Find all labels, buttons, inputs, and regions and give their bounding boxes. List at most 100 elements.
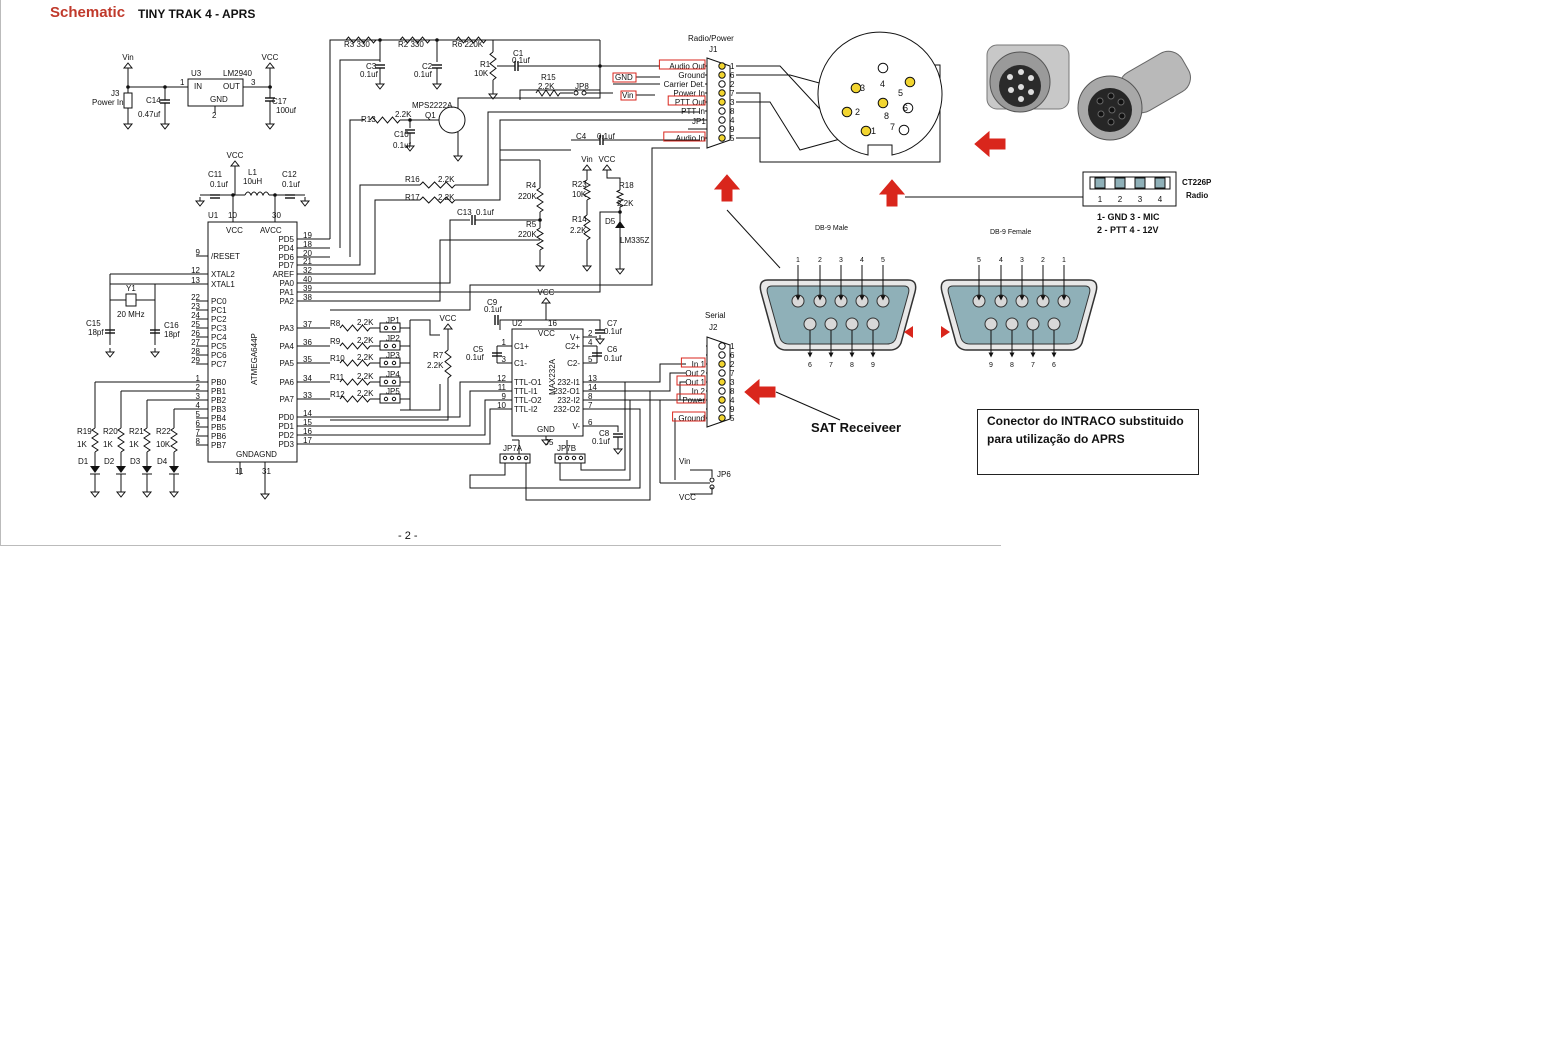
- j1-pin-num: 6: [730, 71, 735, 80]
- jumper-ref: JP3: [386, 351, 400, 360]
- resistor: [455, 36, 487, 44]
- j1-pin-num: 3: [730, 98, 735, 107]
- j2-pin-box: [676, 375, 706, 386]
- c10-ref: C10: [394, 130, 409, 139]
- c12-ref: C12: [282, 170, 297, 179]
- mcu-pin-num: 27: [191, 338, 200, 347]
- c9-capacitor: [494, 315, 499, 325]
- ground-triangle: [614, 268, 626, 275]
- junction-dot: [435, 38, 439, 42]
- jumper-resistor: [339, 342, 371, 350]
- led-ref: D2: [104, 457, 115, 466]
- led-resistor: [91, 427, 99, 453]
- j2-pin: [718, 414, 726, 422]
- r5-value: 220K: [518, 230, 537, 239]
- c1-value: 0.1uf: [512, 56, 531, 65]
- c3-ref: C3: [366, 62, 377, 71]
- jp6-vin: Vin: [679, 457, 690, 466]
- mcu-pin-name: PB2: [211, 396, 227, 405]
- db9-male-label: DB-9 Male: [815, 225, 848, 232]
- wire: [339, 59, 380, 248]
- jumper-pin: [383, 343, 389, 349]
- mcu-pin-name: PC4: [211, 333, 227, 342]
- db9-pin: [1047, 317, 1061, 331]
- mcu-pin-name: /RESET: [211, 252, 240, 261]
- j1-red-arrow: [713, 174, 741, 202]
- db9-pin-num: 5: [977, 257, 981, 264]
- j1-pin-label: Power In: [673, 89, 705, 98]
- jumper-resistor-ref: R11: [330, 373, 345, 382]
- max232-pin-num: 12: [497, 374, 506, 383]
- wire: [330, 239, 540, 302]
- mcu-pin-name: PA5: [279, 359, 294, 368]
- ground-symbol: [614, 265, 626, 275]
- db9-pin-num: 9: [871, 362, 875, 369]
- db9-pin-num: 6: [1052, 362, 1056, 369]
- crystal-ref: Y1: [126, 284, 136, 293]
- ct226p-pin: [1154, 177, 1166, 189]
- ct226p-pin: [1134, 177, 1146, 189]
- mcu-pin-num: 7: [196, 428, 201, 437]
- db9-pin-num: 2: [1041, 257, 1045, 264]
- ground-symbol: [612, 445, 624, 455]
- schematic-title: Schematic: [50, 4, 126, 21]
- crystal-y1: [125, 293, 137, 307]
- mcu-pin-num: 38: [303, 293, 312, 302]
- db9-pin-num: 8: [850, 362, 854, 369]
- mcu-pin-name: XTAL2: [211, 270, 235, 279]
- din-pin-num: 8: [884, 111, 889, 121]
- j2-pin: [718, 405, 726, 413]
- max232-pin-name: C2+: [565, 342, 580, 351]
- ground-triangle: [259, 493, 271, 500]
- red-arrow-left-small: [904, 326, 913, 338]
- j2-title: Serial: [705, 311, 726, 320]
- ground-symbol: [264, 120, 276, 130]
- mcu-pin-name: PB5: [211, 423, 227, 432]
- db9-pin-num: 7: [829, 362, 833, 369]
- db9-face: [947, 285, 1091, 345]
- mcu-pin-num: 4: [196, 401, 201, 410]
- din-pin: [841, 106, 853, 118]
- r23-ref: R23: [572, 180, 587, 189]
- mcu-pin-name: PD7: [278, 261, 294, 270]
- ct226p-header: [1089, 176, 1171, 190]
- c5-capacitor: [492, 352, 502, 357]
- page-number: - 2 -: [398, 530, 418, 542]
- jumper-resistor: [339, 378, 371, 386]
- jumper-pin: [383, 360, 389, 366]
- db9-pin-num: 2: [818, 257, 822, 264]
- mcu-vcc: VCC: [226, 226, 243, 235]
- db9-pin-num: 3: [839, 257, 843, 264]
- c11-capacitor: [210, 194, 220, 199]
- ground-triangle: [534, 265, 546, 272]
- jumper-pin: [391, 325, 397, 331]
- mcu-pin-name: PD1: [278, 422, 294, 431]
- j1-pin: [718, 98, 726, 106]
- mcu-pin-name: PB4: [211, 414, 227, 423]
- max232-part: MAX232A: [548, 358, 557, 395]
- ground-symbol: [452, 152, 464, 162]
- supply-label: VCC: [538, 288, 555, 297]
- r14-resistor: [583, 214, 591, 241]
- c14-value: 0.47uf: [138, 110, 161, 119]
- c13-capacitor: [471, 215, 476, 225]
- power-jack-label: Power In: [92, 98, 124, 107]
- r2-label: R2 330: [398, 40, 424, 49]
- junction-dot: [538, 218, 542, 222]
- resistor: [345, 36, 377, 44]
- supply-symbol: [229, 160, 241, 167]
- jumper-pin: [516, 455, 522, 461]
- led-resistor: [117, 427, 125, 453]
- din-pin-num: 2: [855, 107, 860, 117]
- supply-symbol: [540, 297, 552, 304]
- mcu-pin-name: PD0: [278, 413, 294, 422]
- jumper-resistor-ref: R12: [330, 390, 345, 399]
- jumper-block: [379, 393, 401, 404]
- din-pin: [877, 62, 889, 74]
- ground-triangle: [115, 491, 127, 498]
- max232-pin-name: TTL-O1: [514, 378, 542, 387]
- j1-pin-label: PTT Out: [675, 98, 706, 107]
- jumper-block: [379, 322, 401, 333]
